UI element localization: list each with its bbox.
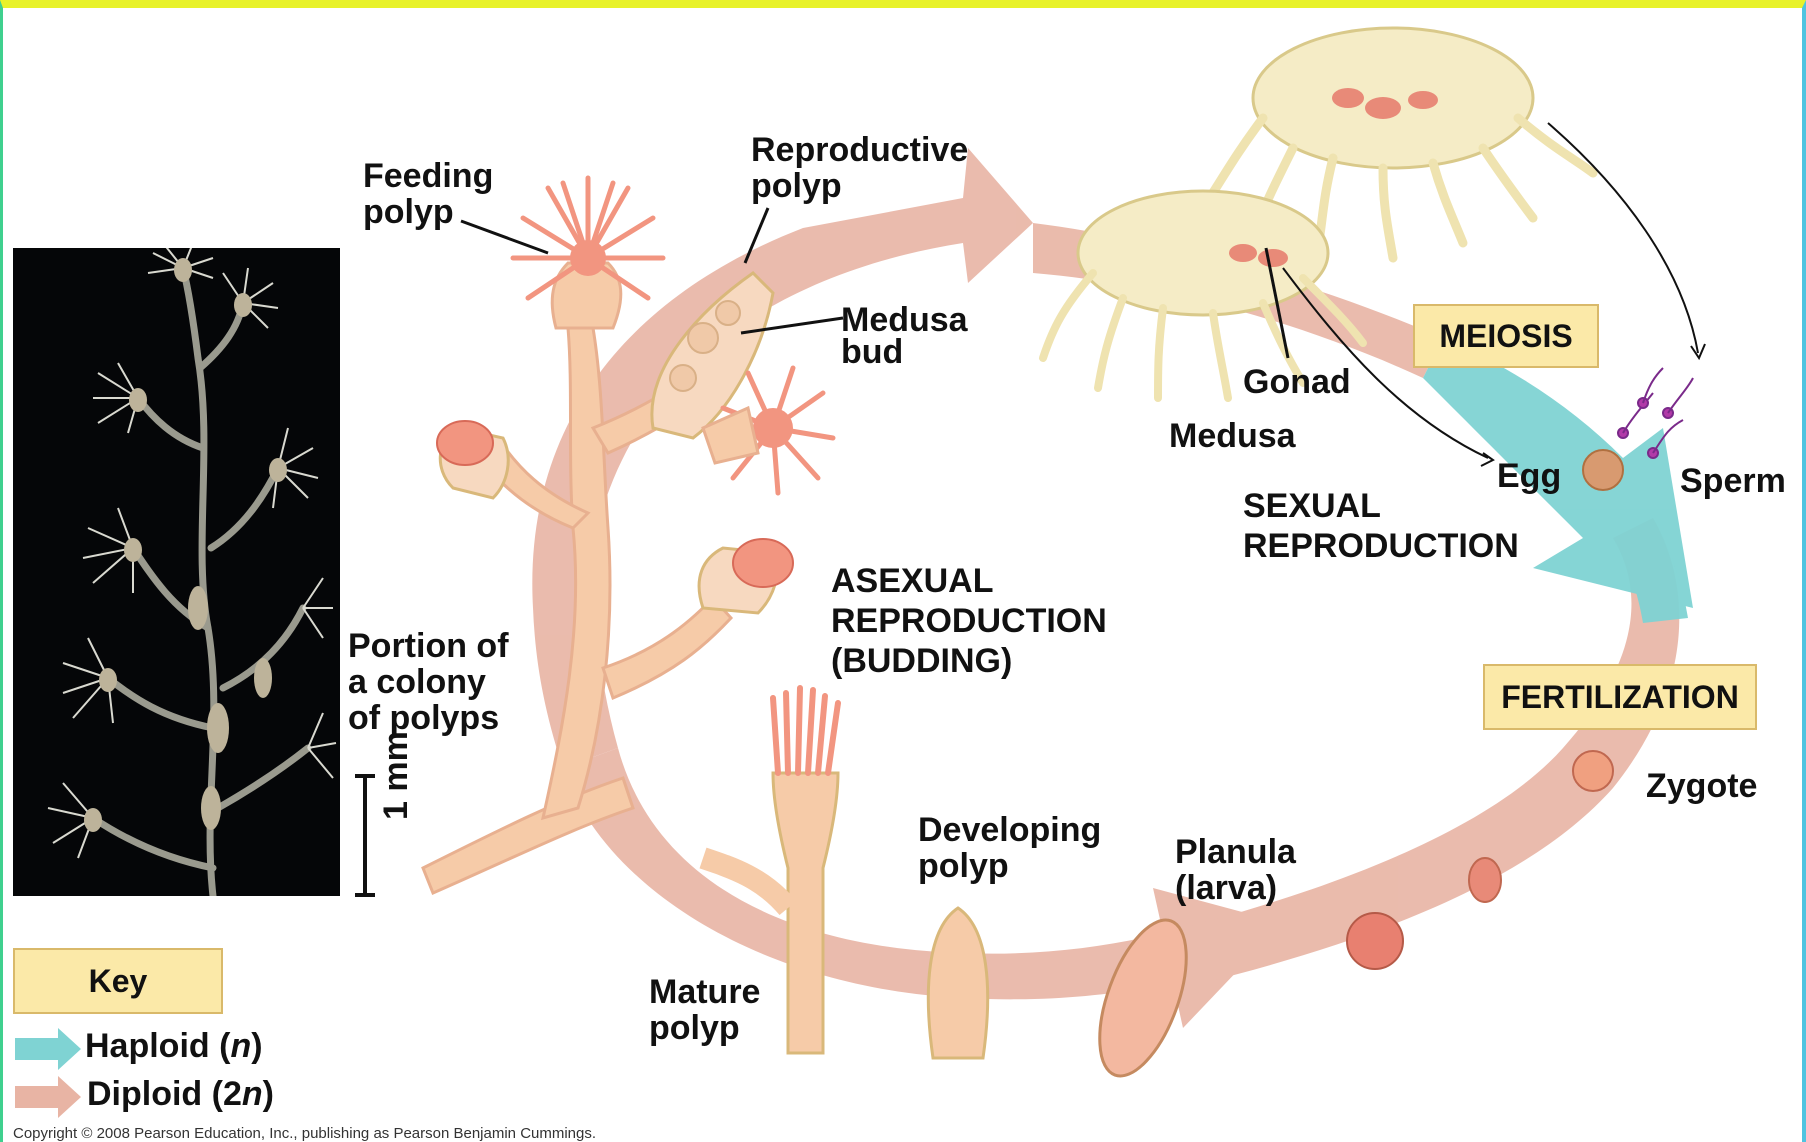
label-portion-of-colony: Portion of a colony of polyps [348,628,509,736]
key-diploid-label: Diploid (2n) [87,1076,274,1112]
label-planula: Planula (larva) [1175,834,1296,906]
label-scale-bar: 1 mm [378,731,414,820]
key-diploid-text: Diploid (2 [87,1075,242,1113]
label-developing-polyp: Developing polyp [918,812,1101,884]
scale-bar [355,776,375,895]
egg-cell [1583,450,1623,490]
label-sperm: Sperm [1680,463,1786,499]
zygote-cell [1573,751,1613,791]
copyright-notice: Copyright © 2008 Pearson Education, Inc.… [13,1125,596,1142]
key-haploid-close: ) [251,1027,262,1065]
key-title-box: Key [13,948,223,1014]
diploid-swatch-arrow [15,1076,81,1118]
key-haploid-label: Haploid (n) [85,1028,263,1064]
label-gonad: Gonad [1243,364,1351,400]
label-feeding-polyp: Feeding polyp [363,158,493,230]
label-medusa-bud: Medusa bud [841,304,968,368]
label-reproductive-polyp: Reproductive polyp [751,132,968,204]
label-medusa: Medusa [1169,418,1296,454]
blastula [1347,913,1403,969]
haploid-swatch-arrow [15,1028,81,1070]
label-mature-polyp: Mature polyp [649,974,760,1046]
key-diploid-symbol: n [242,1075,263,1113]
label-sexual-reproduction: SEXUAL REPRODUCTION [1243,486,1519,566]
label-asexual-reproduction: ASEXUAL REPRODUCTION (BUDDING) [831,561,1107,681]
key-haploid-symbol: n [230,1027,251,1065]
fertilization-box: FERTILIZATION [1483,664,1757,730]
key-haploid-text: Haploid ( [85,1027,230,1065]
key-diploid-close: ) [263,1075,274,1113]
label-zygote: Zygote [1646,768,1757,804]
developing-polyp-drawing [928,908,987,1058]
cleavage-embryo [1469,858,1501,902]
meiosis-box: MEIOSIS [1413,304,1599,368]
